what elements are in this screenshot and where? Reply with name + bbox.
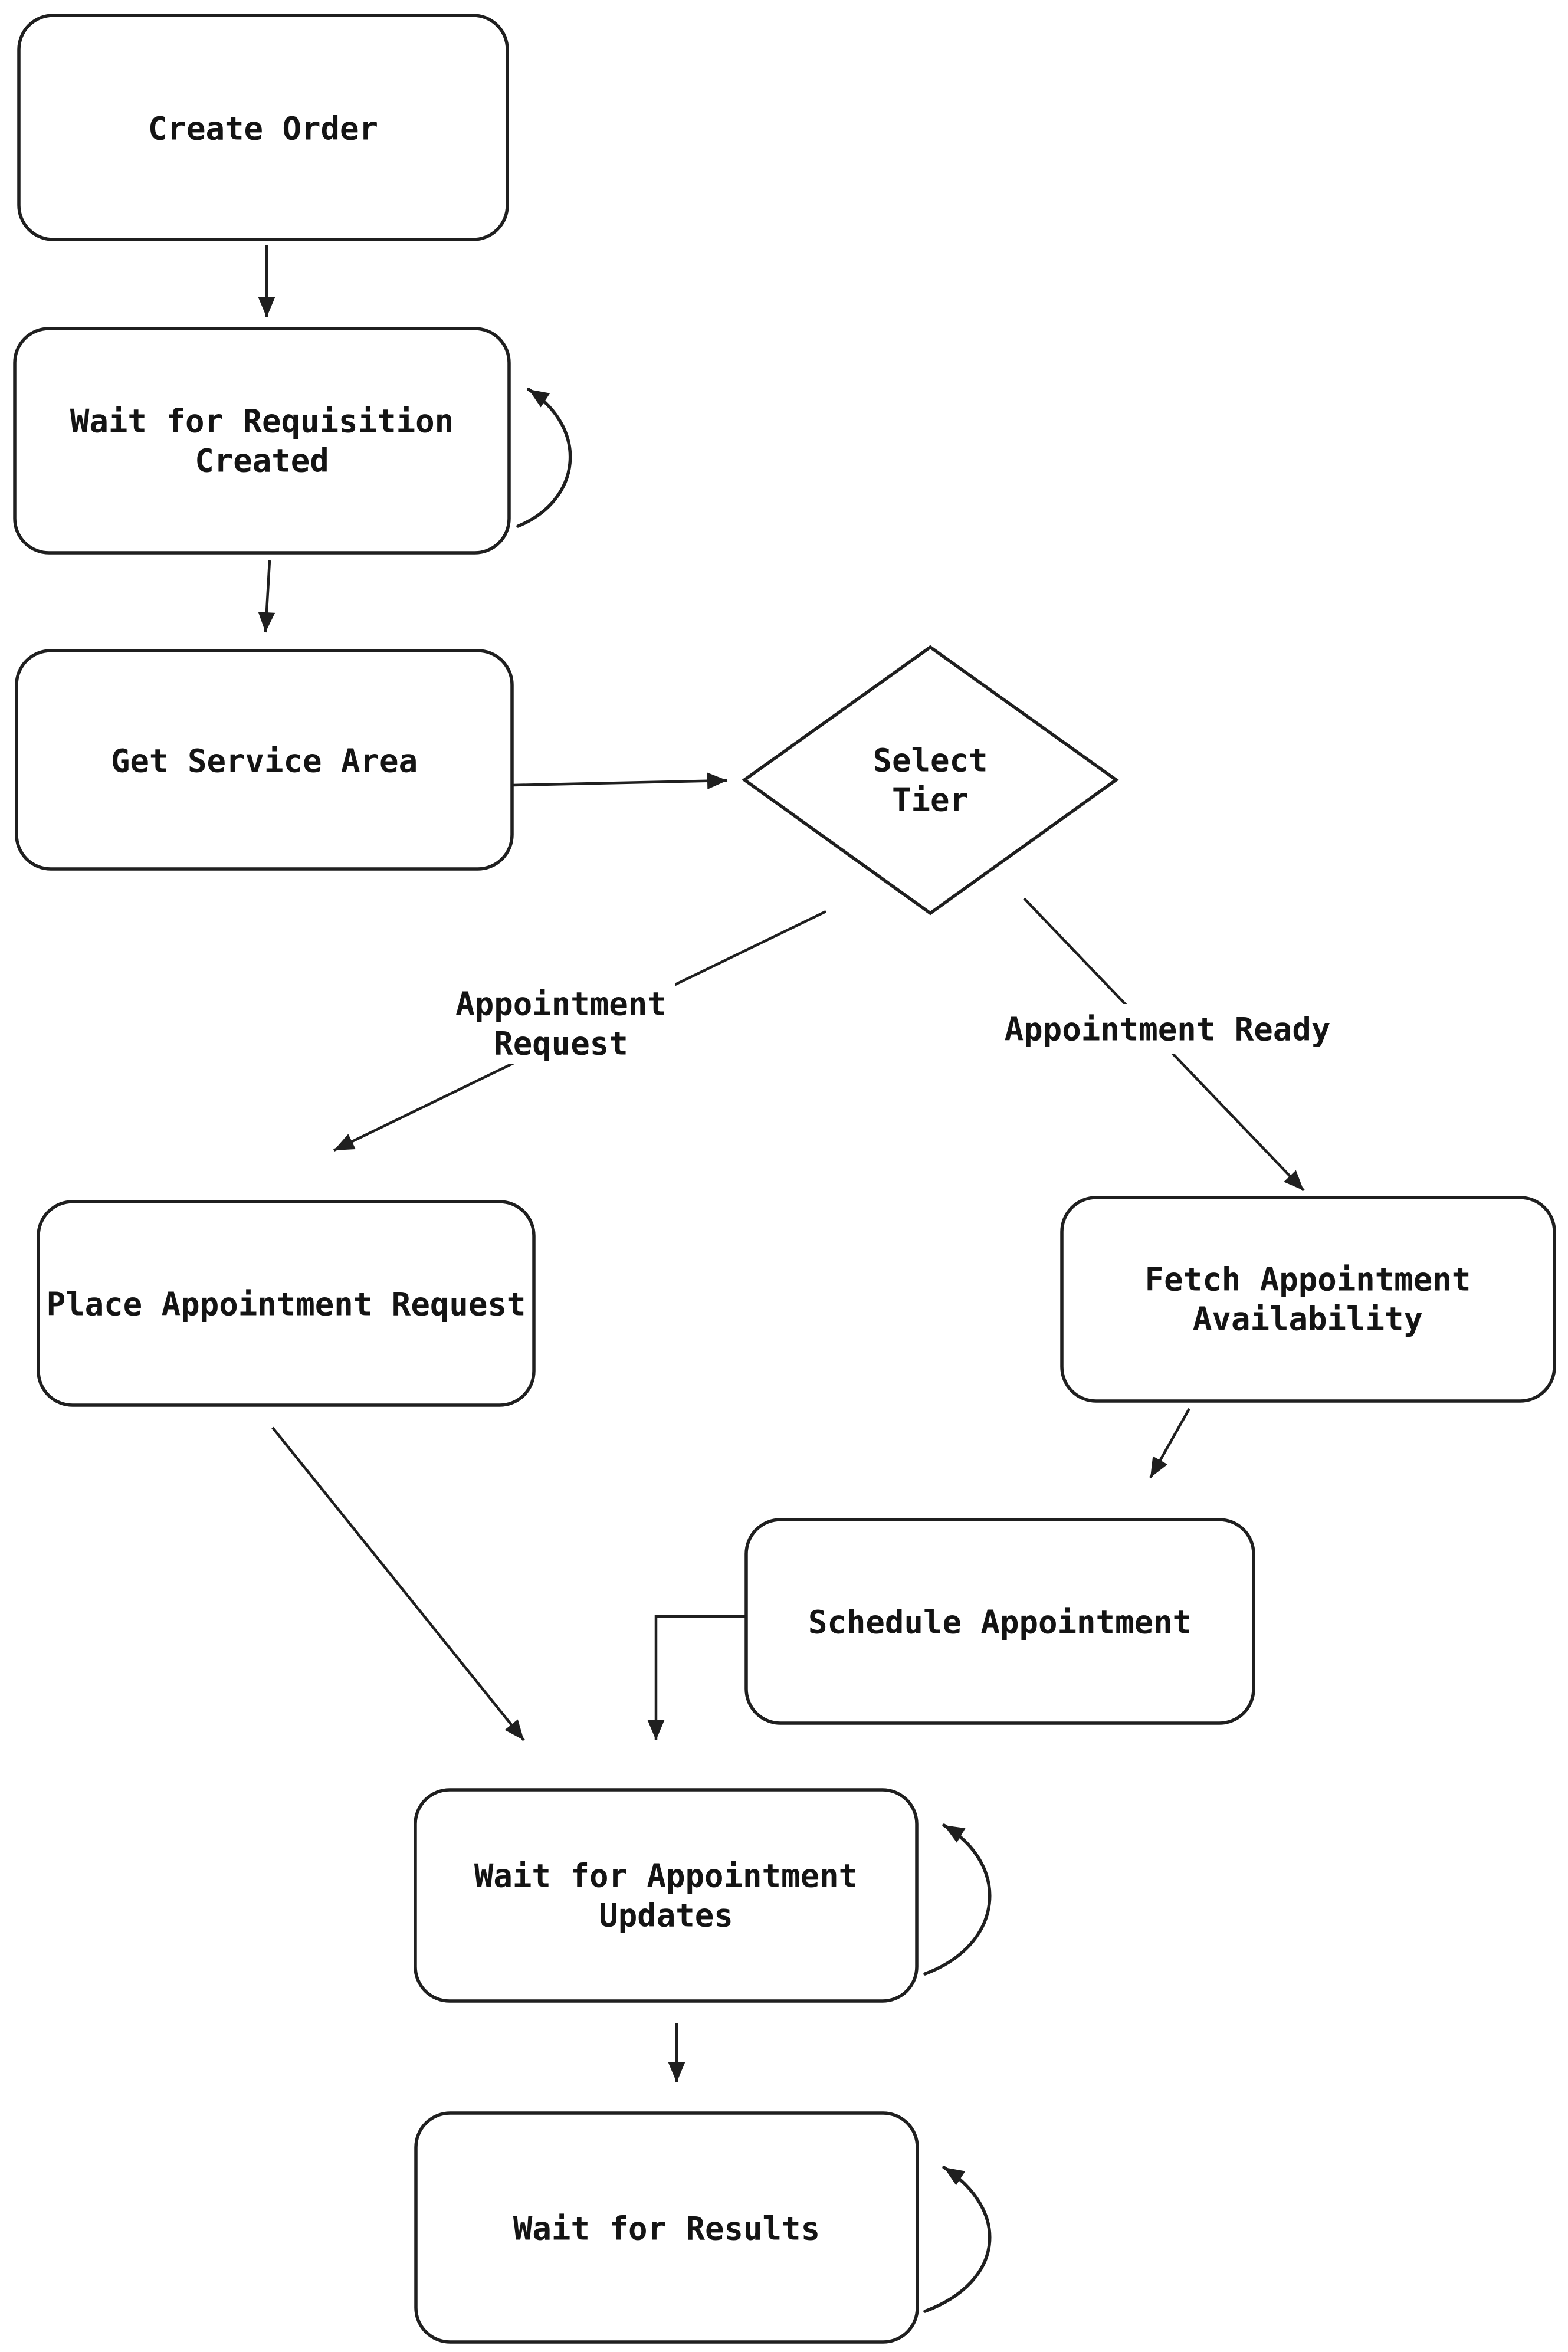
node-wait-for-appointment-updates: Wait for Appointment Updates xyxy=(414,1788,919,2003)
edge-label-background xyxy=(999,1004,1336,1054)
node-diamond xyxy=(742,645,1119,916)
node-label: Place Appointment Request xyxy=(47,1286,526,1323)
edge-get-service-area-to-select-tier xyxy=(513,772,728,790)
node-layer: Create Order Wait for Requisition Create… xyxy=(13,14,1556,2344)
edge-wait-requisition-to-get-service-area xyxy=(258,560,275,633)
node-create-order: Create Order xyxy=(17,14,509,241)
node-box xyxy=(15,649,514,871)
edge-place-request-to-wait-updates xyxy=(271,1426,525,1741)
node-wait-for-results: Wait for Results xyxy=(414,2111,919,2344)
edge-label-appointment-request: Appointment Request xyxy=(447,975,675,1064)
node-label: Wait for Results xyxy=(513,2210,820,2248)
edge-label-text: Request xyxy=(494,1025,628,1062)
edge-label-layer: Appointment Request Appointment Ready xyxy=(447,975,1336,1064)
node-box xyxy=(414,1788,919,2003)
node-box xyxy=(13,327,511,555)
node-label: Created xyxy=(195,442,329,480)
node-select-tier: Select Tier xyxy=(742,645,1119,916)
node-box xyxy=(414,2111,919,2344)
node-box xyxy=(17,14,509,241)
node-label: Get Service Area xyxy=(111,743,418,780)
edge-fetch-availability-to-schedule-appointment xyxy=(1149,1408,1190,1479)
node-box xyxy=(37,1200,536,1407)
node-label: Fetch Appointment xyxy=(1145,1261,1471,1298)
edge-wait-updates-self-loop xyxy=(923,1823,992,1976)
node-schedule-appointment: Schedule Appointment xyxy=(744,1518,1255,1725)
edge-label-background xyxy=(447,975,675,1064)
edge-label-text: Appointment Ready xyxy=(1005,1011,1331,1048)
edge-wait-results-self-loop xyxy=(923,2166,992,2313)
node-get-service-area: Get Service Area xyxy=(15,649,514,871)
edge-wait-requisition-self-loop xyxy=(516,388,572,528)
node-label: Wait for Appointment xyxy=(474,1858,858,1895)
node-label: Schedule Appointment xyxy=(808,1604,1192,1641)
edge-label-appointment-ready: Appointment Ready xyxy=(999,1004,1336,1054)
edge-schedule-appointment-to-wait-updates xyxy=(647,1615,746,1740)
node-label: Tier xyxy=(892,782,969,819)
edge-label-text: Appointment xyxy=(455,986,667,1023)
node-box xyxy=(1060,1196,1556,1403)
node-wait-for-requisition-created: Wait for Requisition Created xyxy=(13,327,511,555)
node-label: Wait for Requisition xyxy=(70,403,454,440)
node-label: Updates xyxy=(599,1897,733,1934)
node-box xyxy=(744,1518,1255,1725)
node-fetch-appointment-availability: Fetch Appointment Availability xyxy=(1060,1196,1556,1403)
node-label: Create Order xyxy=(148,110,378,147)
node-label: Availability xyxy=(1193,1301,1423,1338)
node-label: Select xyxy=(872,742,988,779)
node-place-appointment-request: Place Appointment Request xyxy=(37,1200,536,1407)
